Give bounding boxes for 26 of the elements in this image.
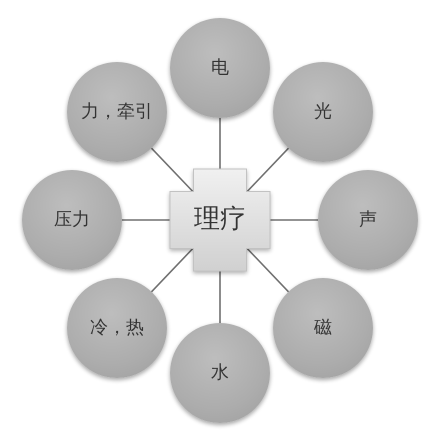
- node-label: 声: [359, 209, 377, 231]
- circle-node: [170, 323, 270, 423]
- circle-node: [273, 62, 373, 162]
- circle-node: [67, 278, 167, 378]
- connector-line: [246, 248, 290, 292]
- node-label: 冷，热: [90, 317, 144, 339]
- node-label: 力，牵引: [81, 101, 153, 123]
- circle-node: [22, 170, 122, 270]
- connector-line: [122, 219, 170, 221]
- connector-line: [270, 219, 318, 221]
- circle-node: [170, 18, 270, 118]
- cross-node: [170, 169, 270, 271]
- node-label: 光: [314, 101, 332, 123]
- connector-line: [246, 148, 290, 192]
- node-label: 理疗: [194, 204, 246, 236]
- node-label: 磁: [314, 317, 332, 339]
- connector-line: [150, 148, 194, 192]
- node-label: 电: [211, 57, 229, 79]
- connector-line: [219, 118, 221, 169]
- circle-node: [67, 62, 167, 162]
- circle-node: [273, 278, 373, 378]
- connector-line: [150, 248, 194, 292]
- node-label: 压力: [54, 209, 90, 231]
- connector-line: [219, 271, 221, 323]
- node-label: 水: [211, 362, 229, 384]
- circle-node: [318, 170, 418, 270]
